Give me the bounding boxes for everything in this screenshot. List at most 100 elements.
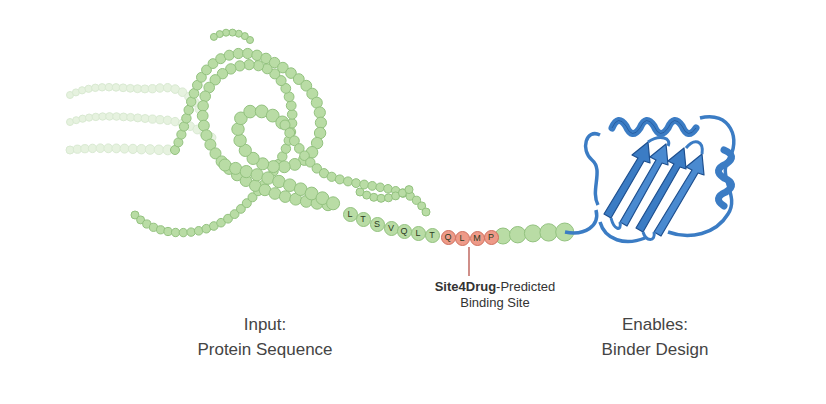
- bead: [127, 113, 135, 121]
- bead: [199, 120, 210, 131]
- bead: [229, 29, 236, 36]
- bead: [360, 180, 369, 189]
- caption-text: Enables:: [622, 314, 688, 336]
- residue-letter: M: [471, 232, 484, 245]
- bead: [352, 179, 361, 188]
- bead: [104, 144, 113, 153]
- bead-chain: [131, 29, 574, 244]
- bead: [141, 85, 149, 93]
- bead: [112, 144, 121, 153]
- bead: [88, 144, 96, 152]
- site-label: Site4Drug-Predicted Binding Site: [420, 279, 570, 311]
- residue-letter: Q: [398, 225, 411, 238]
- residue-letter: L: [456, 232, 469, 245]
- bead: [137, 145, 146, 154]
- bead: [119, 84, 127, 92]
- bead: [171, 228, 179, 236]
- bead: [79, 87, 86, 94]
- bead: [187, 228, 195, 236]
- bead: [120, 144, 129, 153]
- bead: [99, 113, 106, 120]
- binding-site-bead: L: [455, 231, 470, 246]
- bead: [287, 110, 297, 120]
- bead: [79, 115, 86, 122]
- bead: [66, 146, 74, 154]
- bead: [86, 114, 93, 121]
- bead: [233, 48, 243, 58]
- bead: [156, 116, 164, 124]
- protein-cartoon: [565, 117, 734, 242]
- bead: [154, 145, 164, 155]
- bead: [377, 194, 385, 202]
- bead: [128, 144, 137, 153]
- bead: [134, 114, 142, 122]
- bead: [524, 225, 541, 242]
- bead: [92, 84, 99, 91]
- bead: [156, 84, 164, 92]
- bead: [289, 159, 301, 171]
- bead: [145, 145, 155, 155]
- bead: [234, 134, 246, 146]
- bead: [98, 84, 105, 91]
- bead: [197, 110, 208, 121]
- bead: [224, 50, 234, 60]
- bead: [376, 183, 385, 192]
- bead: [210, 33, 217, 40]
- sequence-bead: Q: [397, 224, 412, 239]
- bead: [540, 224, 557, 241]
- bead: [134, 85, 142, 93]
- bead: [335, 175, 344, 184]
- sequence-bead: T: [425, 228, 440, 243]
- bead: [244, 60, 254, 70]
- bead: [243, 48, 253, 58]
- bead: [235, 30, 242, 37]
- bead: [148, 115, 156, 123]
- binding-site-bead: P: [484, 230, 499, 245]
- sequence-bead: S: [370, 217, 385, 232]
- bead: [384, 185, 393, 194]
- bead: [422, 208, 430, 216]
- residue-letter: P: [485, 231, 498, 244]
- residue-letter: T: [357, 213, 370, 226]
- bead: [200, 91, 211, 102]
- binding-site-bead: Q: [441, 230, 456, 245]
- bead: [269, 188, 281, 200]
- bead: [314, 107, 325, 118]
- bead: [279, 191, 291, 203]
- bead: [81, 145, 89, 153]
- bead: [163, 116, 171, 124]
- residue-letter: V: [385, 222, 398, 235]
- bead: [106, 113, 114, 121]
- bead: [368, 182, 377, 191]
- bead: [315, 117, 326, 128]
- tool-name: Site4Drug: [435, 279, 496, 294]
- residue-letter: T: [426, 229, 439, 242]
- sequence-bead: L: [411, 226, 426, 241]
- caption-text: Binder Design: [602, 339, 709, 361]
- bead: [240, 166, 252, 178]
- caption-text: Protein Sequence: [197, 339, 332, 361]
- bead: [85, 85, 92, 92]
- bead: [370, 193, 378, 201]
- bead: [164, 227, 172, 235]
- bead: [344, 177, 353, 186]
- bead: [251, 169, 263, 181]
- bead: [112, 84, 120, 92]
- bead: [105, 83, 113, 91]
- bead: [278, 161, 290, 173]
- sequence-bead: T: [356, 212, 371, 227]
- residue-letter: S: [371, 218, 384, 231]
- binding-site-bead: M: [470, 231, 485, 246]
- bead: [92, 113, 99, 120]
- bead: [141, 115, 149, 123]
- leader-line: [468, 247, 469, 276]
- bead: [267, 161, 279, 173]
- residue-letter: L: [412, 227, 425, 240]
- bead: [244, 105, 257, 118]
- bead: [327, 197, 340, 210]
- bead: [286, 101, 296, 111]
- caption-text: Input:: [244, 314, 287, 336]
- bead: [163, 84, 171, 92]
- residue-letter: Q: [442, 231, 455, 244]
